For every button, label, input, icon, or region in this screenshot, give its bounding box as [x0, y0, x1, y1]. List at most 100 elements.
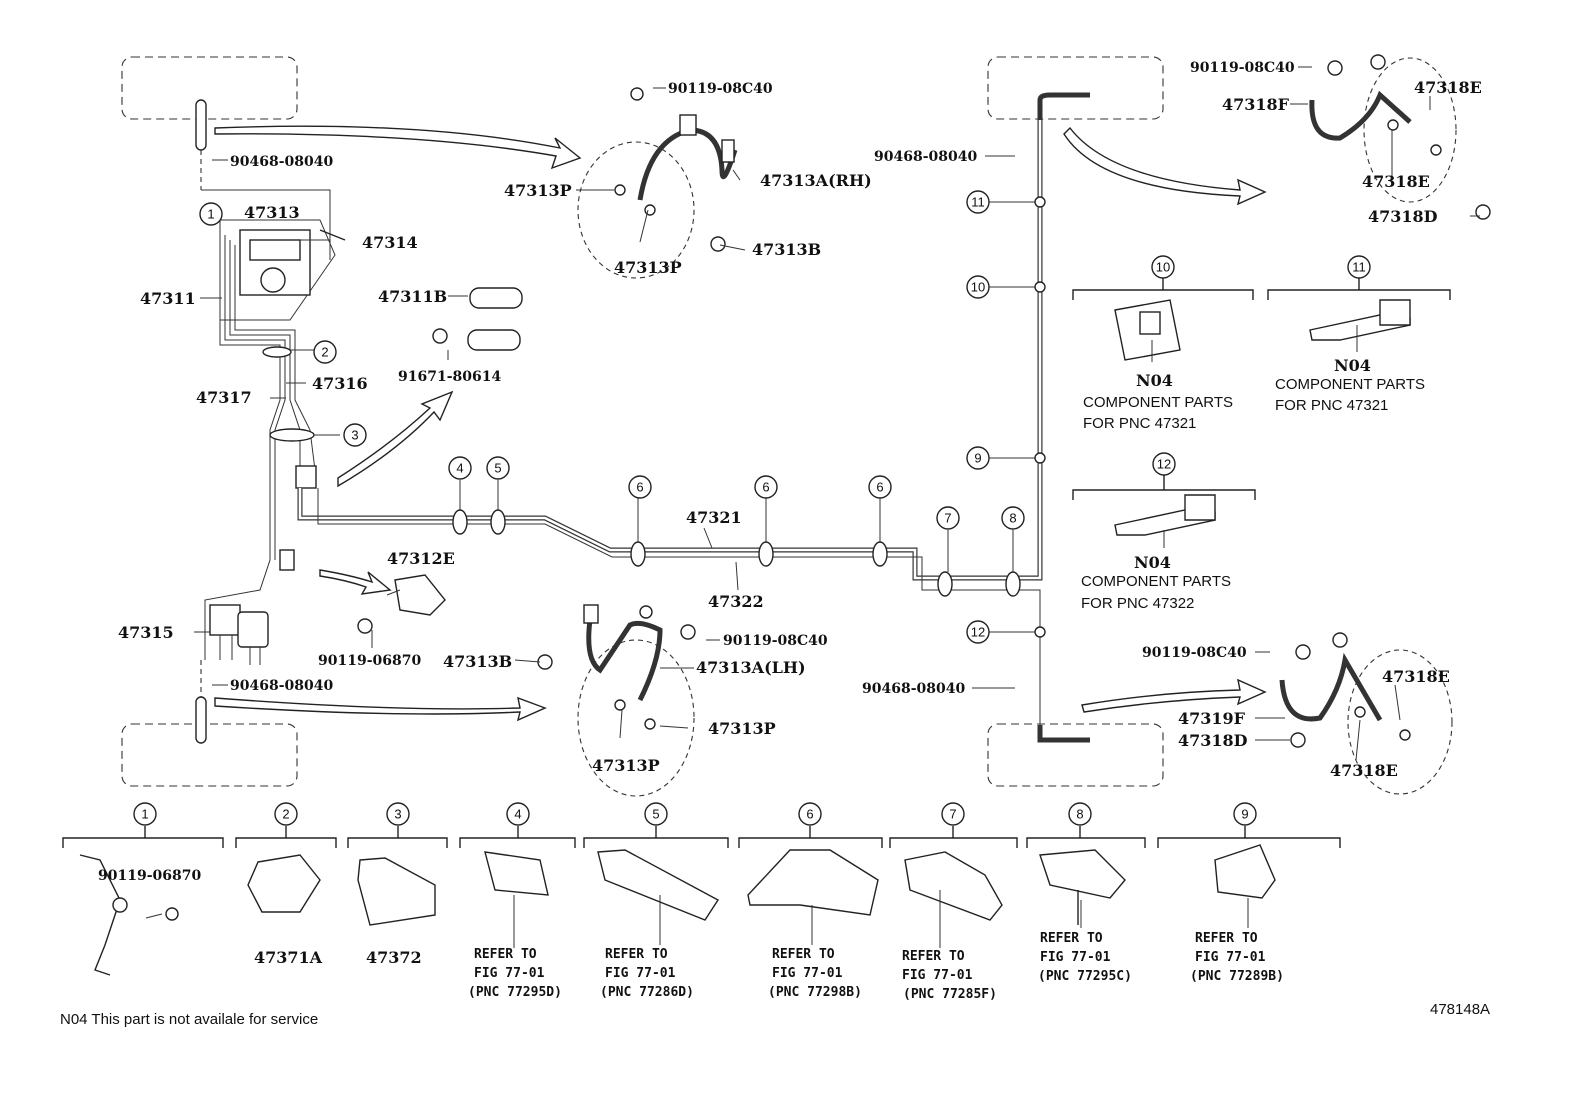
- svg-text:FIG 77-01: FIG 77-01: [902, 968, 973, 983]
- svg-text:10: 10: [971, 280, 985, 295]
- clamp-icon-2: [247, 854, 321, 913]
- refer-text-6: REFER TO FIG 77-01 (PNC 77298B): [768, 947, 862, 1000]
- detail-outline-rh-front: [577, 141, 695, 279]
- label-90468-08040-bl: 90468-08040: [230, 678, 333, 694]
- svg-text:(PNC 77285F): (PNC 77285F): [903, 987, 997, 1002]
- refer-text-8: REFER TO FIG 77-01 (PNC 77295C): [1038, 931, 1132, 984]
- label-90468-08040-br: 90468-08040: [862, 681, 965, 697]
- label-47318F: 47318F: [1222, 95, 1290, 114]
- clamp-icon-6: [747, 849, 879, 916]
- label-47316: 47316: [312, 374, 368, 393]
- label-47315: 47315: [118, 623, 174, 642]
- svg-text:7: 7: [949, 807, 956, 822]
- callout-1: 1: [199, 202, 223, 226]
- brake-pipe-47321: [297, 120, 1043, 581]
- svg-text:REFER TO: REFER TO: [772, 947, 835, 962]
- label-47311: 47311: [140, 289, 196, 308]
- label-47322: 47322: [708, 592, 764, 611]
- refer-text-5: REFER TO FIG 77-01 (PNC 77286D): [600, 947, 694, 1000]
- front-hose-lh: [537, 604, 696, 730]
- label-90468-08040-tr: 90468-08040: [874, 149, 977, 165]
- refer-text-7: REFER TO FIG 77-01 (PNC 77285F): [902, 949, 997, 1002]
- svg-text:REFER TO: REFER TO: [605, 947, 668, 962]
- svg-text:N04: N04: [1134, 553, 1171, 572]
- svg-text:N04: N04: [1334, 356, 1371, 375]
- svg-text:5: 5: [652, 807, 659, 822]
- callout-10: 10: [966, 275, 990, 299]
- svg-text:FIG 77-01: FIG 77-01: [1195, 950, 1266, 965]
- label-47314: 47314: [362, 233, 418, 252]
- component-icon-10: [1114, 299, 1181, 361]
- clamp-callout-9: 9: [1233, 802, 1257, 826]
- brake-actuator: [239, 229, 346, 296]
- clip-47311B: [432, 287, 523, 351]
- label-90119-06870: 90119-06870: [318, 653, 421, 669]
- callout-box-12: 12: [1152, 452, 1176, 476]
- svg-text:7: 7: [944, 511, 951, 526]
- svg-text:10: 10: [1156, 260, 1170, 275]
- label-47318E-d: 47318E: [1330, 761, 1398, 780]
- pipe-clamps: [452, 196, 1046, 638]
- union-connector-upper: [279, 465, 317, 571]
- footnote: N04 This part is not availale for servic…: [60, 1011, 318, 1028]
- label-47313B-top: 47313B: [752, 240, 821, 259]
- callout-box-11: 11: [1347, 255, 1371, 279]
- svg-text:4: 4: [514, 807, 521, 822]
- rear-hose-bottom: [1279, 632, 1411, 748]
- svg-text:FOR PNC 47321: FOR PNC 47321: [1083, 415, 1196, 432]
- component-brackets: [1072, 278, 1451, 500]
- svg-text:FIG 77-01: FIG 77-01: [1040, 950, 1111, 965]
- svg-text:FOR PNC 47322: FOR PNC 47322: [1081, 595, 1194, 612]
- callout-6a: 6: [628, 475, 652, 499]
- svg-text:6: 6: [636, 480, 643, 495]
- detail-outline-rr-top: [1363, 57, 1457, 203]
- bracket-47312E: [357, 574, 446, 634]
- svg-text:(PNC 77298B): (PNC 77298B): [768, 985, 862, 1000]
- svg-text:FOR PNC 47321: FOR PNC 47321: [1275, 397, 1388, 414]
- label-90119-08C40-tr: 90119-08C40: [1190, 60, 1295, 76]
- clamp-callout-5: 5: [644, 802, 668, 826]
- refer-text-9: REFER TO FIG 77-01 (PNC 77289B): [1190, 931, 1284, 984]
- svg-text:6: 6: [762, 480, 769, 495]
- svg-text:2: 2: [321, 345, 328, 360]
- flow-arrows: [214, 125, 1267, 722]
- label-91671-80614: 91671-80614: [398, 369, 501, 385]
- wheel-outline-front-left: [121, 56, 298, 120]
- callout-2: 2: [313, 340, 337, 364]
- svg-text:12: 12: [971, 625, 985, 640]
- clamp-icon-3: [357, 857, 436, 926]
- label-47311B: 47311B: [378, 287, 447, 306]
- label-47317: 47317: [196, 388, 252, 407]
- svg-text:5: 5: [494, 461, 501, 476]
- clamp-row-brackets: [62, 826, 1341, 848]
- clamp-icon-1: [79, 854, 179, 976]
- label-47313P-b: 47313P: [614, 258, 682, 277]
- clamp-ring-2: [262, 346, 292, 358]
- callout-box-10: 10: [1151, 255, 1175, 279]
- component-icon-12: [1114, 494, 1216, 536]
- wheel-outline-rear-left: [121, 723, 298, 787]
- figure-id: 478148A: [1430, 1001, 1490, 1018]
- svg-text:4: 4: [456, 461, 463, 476]
- hose-front-left: [195, 99, 207, 744]
- component-text-11: N04 COMPONENT PARTS FOR PNC 47321: [1275, 356, 1425, 414]
- svg-text:11: 11: [1352, 260, 1366, 275]
- wheel-outline-rear-right: [987, 723, 1164, 787]
- svg-text:(PNC 77295D): (PNC 77295D): [468, 985, 562, 1000]
- label-47318E-a: 47318E: [1414, 78, 1482, 97]
- svg-text:11: 11: [971, 195, 985, 210]
- clamp-callout-7: 7: [941, 802, 965, 826]
- detail-outline-rr-bottom: [1347, 649, 1453, 795]
- svg-text:N04: N04: [1136, 371, 1173, 390]
- label-47312E: 47312E: [387, 549, 455, 568]
- callout-circles: 1 2 3 4 5 6 6 6 7 8 9 10 11 12 10 11 12 …: [133, 190, 1371, 826]
- svg-text:REFER TO: REFER TO: [902, 949, 965, 964]
- svg-text:COMPONENT PARTS: COMPONENT PARTS: [1081, 573, 1231, 590]
- svg-text:6: 6: [806, 807, 813, 822]
- clamp-ring-3: [269, 428, 315, 442]
- callout-6b: 6: [754, 475, 778, 499]
- clamp-callout-3: 3: [386, 802, 410, 826]
- label-47313A-RH: 47313A(RH): [760, 171, 872, 190]
